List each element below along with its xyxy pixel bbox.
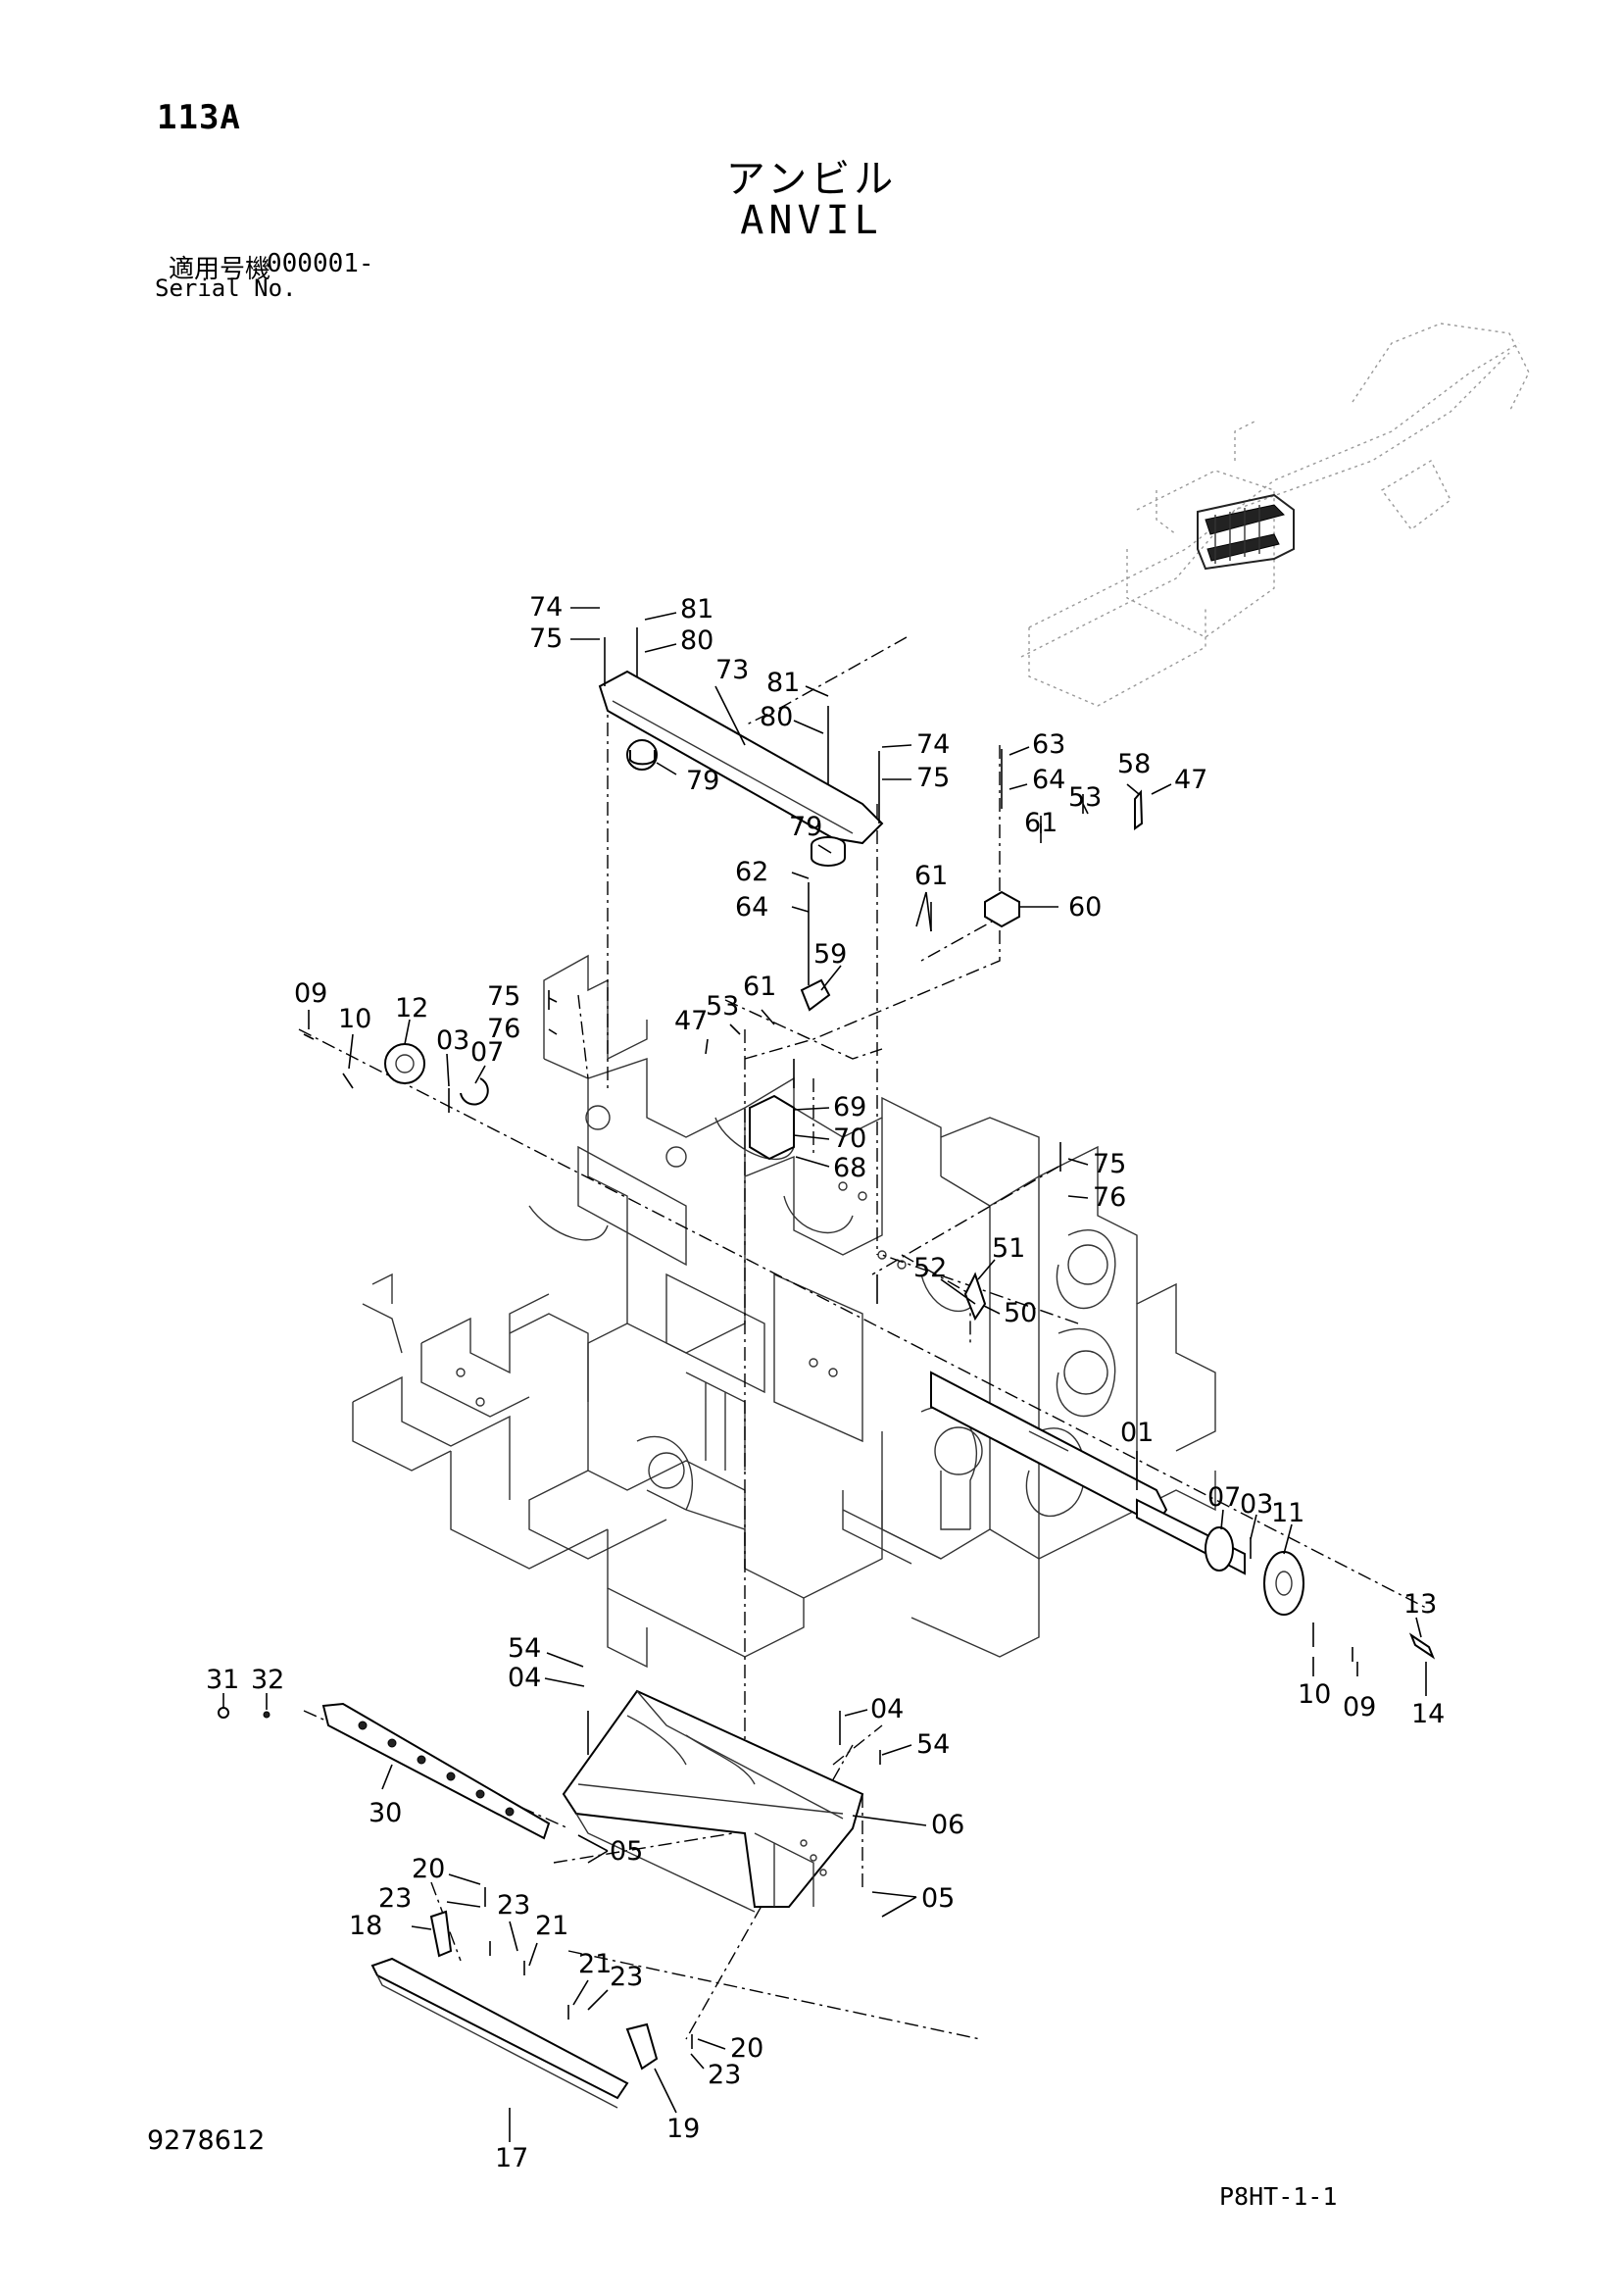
callout-10: 10	[1298, 1679, 1331, 1710]
callout-74: 74	[529, 592, 563, 623]
callout-23: 23	[378, 1883, 412, 1914]
callout-59: 59	[813, 939, 847, 970]
callout-11: 11	[1271, 1498, 1304, 1528]
callout-47: 47	[1174, 765, 1207, 795]
callout-53: 53	[1068, 782, 1102, 813]
callout-23: 23	[497, 1890, 530, 1921]
serial-label-english: Serial No.	[155, 275, 297, 302]
callout-labels: 74 75 81 80 73 81 80 79 74 75 63 64 58 4…	[206, 592, 1445, 2173]
callout-07: 07	[470, 1037, 504, 1068]
callout-60: 60	[1068, 892, 1102, 923]
callout-12: 12	[395, 993, 428, 1023]
callout-76: 76	[487, 1014, 520, 1044]
callout-51: 51	[992, 1233, 1025, 1264]
callout-leaders	[222, 607, 1427, 2142]
callout-23: 23	[708, 2060, 741, 2090]
callout-58: 58	[1117, 749, 1151, 779]
callout-80: 80	[760, 702, 793, 732]
anvil-lower-assembly	[218, 1689, 881, 2109]
callout-30: 30	[369, 1798, 402, 1828]
callout-64: 64	[735, 892, 768, 923]
callout-13: 13	[1403, 1589, 1437, 1620]
callout-69: 69	[833, 1092, 866, 1123]
title-japanese: アンビル	[725, 157, 898, 202]
callout-75: 75	[1093, 1149, 1126, 1179]
callout-04: 04	[508, 1663, 541, 1693]
document-number: 9278612	[147, 2125, 266, 2156]
callout-52: 52	[913, 1253, 947, 1283]
callout-61: 61	[914, 861, 948, 891]
callout-75: 75	[487, 981, 520, 1012]
callout-64: 64	[1032, 765, 1065, 795]
callout-75: 75	[529, 624, 563, 654]
serial-label-japanese: 適用号機	[169, 255, 271, 284]
callout-62: 62	[735, 857, 768, 887]
callout-23: 23	[610, 1962, 643, 1992]
callout-53: 53	[706, 991, 739, 1022]
callout-14: 14	[1411, 1699, 1445, 1729]
callout-04: 04	[870, 1694, 904, 1724]
serial-number-range: 000001-	[267, 249, 374, 278]
callout-63: 63	[1032, 729, 1065, 760]
callout-03: 03	[1240, 1489, 1273, 1520]
callout-19: 19	[666, 2114, 700, 2144]
callout-79: 79	[789, 812, 822, 842]
callout-18: 18	[349, 1911, 382, 1941]
callout-70: 70	[833, 1123, 866, 1154]
callout-79: 79	[686, 766, 719, 796]
callout-09: 09	[294, 978, 327, 1009]
callout-10: 10	[338, 1004, 371, 1034]
callout-54: 54	[916, 1729, 950, 1760]
callout-61: 61	[1024, 808, 1057, 838]
callout-20: 20	[730, 2033, 763, 2064]
callout-03: 03	[436, 1025, 469, 1056]
machine-overview-inset	[1020, 323, 1530, 707]
callout-75: 75	[916, 763, 950, 793]
callout-21: 21	[578, 1949, 612, 1979]
callout-54: 54	[508, 1633, 541, 1664]
footer-page-code: P8HT-1-1	[1219, 2182, 1338, 2211]
callout-31: 31	[206, 1665, 239, 1695]
callout-50: 50	[1004, 1298, 1037, 1328]
callout-80: 80	[680, 625, 713, 656]
callout-07: 07	[1207, 1482, 1241, 1513]
callout-47: 47	[674, 1006, 708, 1036]
callout-32: 32	[251, 1665, 284, 1695]
callout-73: 73	[715, 655, 749, 685]
callout-61: 61	[743, 972, 776, 1002]
callout-68: 68	[833, 1153, 866, 1183]
callout-20: 20	[412, 1854, 445, 1884]
callout-21: 21	[535, 1911, 568, 1941]
upper-beam-assembly	[303, 627, 1144, 1322]
callout-81: 81	[766, 668, 800, 698]
callout-06: 06	[931, 1810, 964, 1840]
callout-81: 81	[680, 594, 713, 624]
callout-76: 76	[1093, 1182, 1126, 1213]
callout-05: 05	[610, 1836, 643, 1867]
page-code: 113A	[157, 98, 241, 137]
callout-01: 01	[1120, 1418, 1154, 1448]
callout-05: 05	[921, 1883, 955, 1914]
main-shaft-assembly	[930, 1371, 1436, 1662]
callout-17: 17	[495, 2143, 528, 2173]
callout-09: 09	[1343, 1692, 1376, 1722]
title-english: ANVIL	[740, 198, 883, 243]
callout-74: 74	[916, 729, 950, 760]
